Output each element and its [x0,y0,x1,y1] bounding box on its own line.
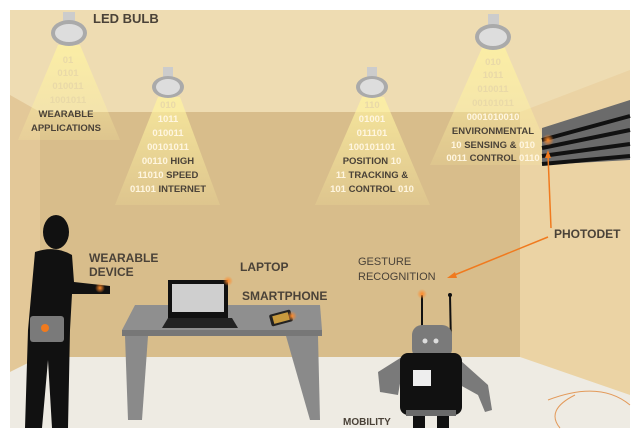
caption-text: APPLICATIONS [31,123,101,134]
photodetector-label: PHOTODET [554,227,621,241]
caption-text: WEARABLE [39,109,94,120]
person-silhouette [25,215,110,428]
binary-text: 0101 [57,68,79,79]
mixed-text: 00110 HIGH [142,156,194,167]
robot-icon [378,289,492,428]
led-bulb-icon [152,67,184,98]
mixed-text: 10 SENSING & 010 [451,140,535,151]
led-bulb-icon [475,14,511,50]
arrows [447,150,552,278]
mixed-text: POSITION 10 [343,156,402,167]
binary-text: 00101011 [147,142,189,153]
led-bulb-icon [51,12,87,46]
mixed-text: 0011 CONTROL 0110 [446,153,539,164]
binary-text: 1001011 [50,95,87,106]
light-cones [18,45,555,205]
smartphone-label: SMARTPHONE [242,289,327,303]
room-background [10,10,631,429]
binary-text: 110 [364,100,379,111]
binary-text: 010 [485,57,501,68]
led-bulb-label: LED BULB [93,11,159,26]
binary-text: 011101 [357,128,388,139]
binary-text: 1011 [483,70,504,81]
led-bulb-icon [356,67,388,98]
binary-text: 010011 [477,84,509,95]
binary-text: 010 [160,100,176,111]
mixed-text: 11 TRACKING & [336,170,408,181]
smartphone-icon [269,309,297,327]
laptop-icon [162,276,238,328]
bulb-1-data: 01 0101 010011 1001011 WEARABLE APPLICAT… [31,55,101,134]
binary-text: 01 [63,55,74,66]
laptop-label: LAPTOP [240,260,288,274]
photodetector-panel [541,100,631,166]
binary-text: 0001010010 [467,112,520,123]
mobility-label: MOBILITY [343,417,391,428]
mixed-text: 01101 INTERNET [130,184,206,195]
bulb-3-data: 110 01001 011101 100101101 POSITION 10 1… [330,100,414,195]
mixed-text: 11010 SPEED [138,170,199,181]
mixed-text: 101 CONTROL 010 [330,184,414,195]
binary-text: 100101101 [348,142,396,153]
bulb-2-data: 010 1011 010011 00101011 00110 HIGH 1101… [130,100,206,195]
binary-text: 010011 [52,81,84,92]
mixed-text: ENVIRONMENTAL [452,126,534,137]
bulb-4-data: 010 1011 010011 00101011 0001010010 ENVI… [446,57,539,164]
binary-text: 010011 [152,128,184,139]
binary-text: 01001 [359,114,386,125]
binary-text: 1011 [158,114,179,125]
binary-text: 00101011 [472,98,514,109]
